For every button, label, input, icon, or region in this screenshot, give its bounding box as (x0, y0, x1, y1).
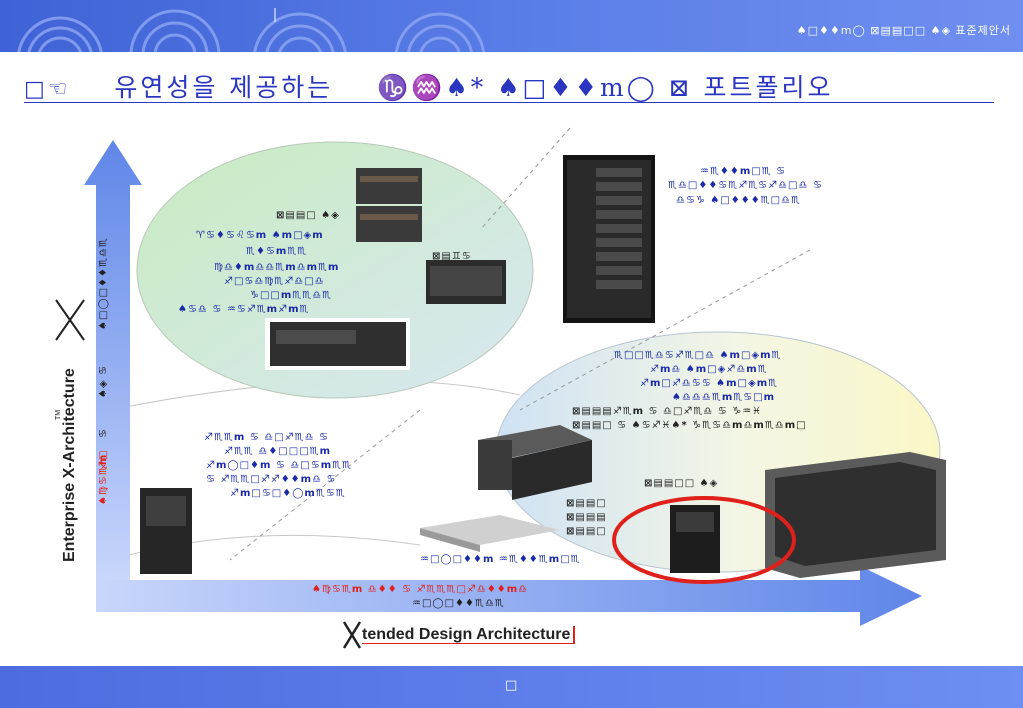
bottom-ellipse-line-4: ♠♎♎♎♏m♏♋□m (672, 392, 776, 403)
y-axis-arrow (84, 140, 142, 580)
blade-chassis-image (765, 452, 946, 578)
swirl-decoration (17, 8, 486, 52)
top-ellipse-title: ⊠▤▤□ ♠◈ (276, 210, 340, 221)
rack-3u-server-image (426, 260, 506, 304)
y-axis-tm: TM (55, 410, 62, 420)
slim-1u-server-image (420, 515, 560, 552)
x-axis-caption-2: ♒□◯□♦♦♏♎♏ (412, 598, 505, 609)
y-axis-title: Enterprise X-Architecture (61, 368, 78, 562)
rack-2u-server-image (478, 425, 592, 500)
highlight-circle (612, 496, 796, 584)
title-suffix: ♑♒♠* ♠□♦♦m◯ ⊠ 포트폴리오 (377, 73, 834, 102)
top-ellipse-line-2: ♏♦♋m♏♏ (246, 246, 308, 257)
guide-line (479, 127, 571, 231)
left-mid-line-1: ♐♏♏m ♋ ♎□♐♏♎ ♋ (204, 432, 329, 443)
y-seg-3: ♋ (98, 428, 109, 438)
page-title: □☜ 유연성을 제공하는 ♑♒♠* ♠□♦♦m◯ ⊠ 포트폴리오 (24, 68, 994, 103)
rack-server-image (563, 155, 655, 323)
top-right-line-1: ♒♏♦♦m□♏ ♋ (700, 166, 787, 177)
left-mid-line-5: ♐m□♋□♦◯m♏♋♏ (230, 488, 346, 499)
left-tower-server-image (140, 488, 192, 574)
top-ellipse-server-label: ⊠▤♊♋ (432, 251, 472, 262)
top-ellipse-line-4: ♐□♋♎♍♏♐♎□♎ (224, 276, 325, 287)
tower-server-label: ⊠▤▤□□ ♠◈ (644, 478, 719, 489)
server-label-c: ⊠▤▤▤ (566, 512, 607, 523)
x-glyph (55, 299, 85, 341)
top-ellipse-line-1: ♈♋♦♋♌♋m ♠m□◈m (196, 230, 324, 241)
title-prefix: □☜ (24, 77, 71, 102)
left-mid-line-3: ♐m◯□♦m ♋ ♎□♋m♏♏ (206, 460, 353, 471)
portfolio-diagram (84, 127, 946, 626)
y-seg-2: ♐□ (98, 449, 109, 470)
title-main: 유연성을 제공하는 (114, 73, 334, 102)
top-right-line-2: ♏♎□♦♦♋♏♐♏♋♐♎□♎ ♋ (668, 180, 823, 191)
x-axis-title: tended Design Architecture (342, 620, 576, 650)
bottom-ellipse-line-3: ♐m□♐♎♋♋ ♠m□◈m♏ (640, 378, 779, 389)
guide-line (229, 409, 421, 561)
left-mid-line-2: ♐♏♏ ♎♦□□□♏m (224, 446, 332, 457)
server-label-d: ⊠▤▤□ (566, 526, 607, 537)
y-seg-4: ♠◈ ♋ (98, 364, 109, 398)
y-seg-5: ♠□◯□♦♦♏♎♏ (98, 237, 109, 330)
top-ellipse (136, 141, 534, 399)
top-right-line-3: ♎♋♑ ♠□♦♦♦♏□♎♏ (676, 195, 802, 206)
stacked-server-image (356, 168, 422, 242)
top-ellipse-line-6: ♠♋♎ ♋ ♒♋♐♏m♐m♏ (178, 304, 310, 315)
top-ellipse-line-5: ♑□□m♏♏♎♏ (250, 290, 333, 301)
tower-server-image (670, 505, 720, 573)
y-axis-label: Enterprise X-Architecture TM (55, 299, 85, 562)
rack-4u-server-image (265, 318, 410, 370)
top-ellipse-line-3: ♍♎♦m♎♎♏m♎m♏m (214, 262, 340, 273)
header-bar: ♠□♦♦m◯ ⊠▤▤□□ ♠◈ 표준제안서 (0, 0, 1023, 52)
bottom-ellipse-line-5: ⊠▤▤▤♐♏m ♋ ♎□♐♏♎ ♋ ♑♒♓ (572, 406, 763, 417)
bottom-ellipse-line-2: ♐m♎ ♠m□◈♐♎m♏ (650, 364, 768, 375)
x-glyph-icon (342, 621, 362, 649)
slim-server-label: ♒□◯□♦♦m ♒♏♦♦♏m□♏ (420, 554, 581, 565)
folder-icon: □ (505, 678, 518, 693)
x-axis-title-text: tended Design Architecture (362, 626, 576, 645)
bottom-ellipse-line-6: ⊠▤▤□ ♋ ♠♋♐♓♠* ♑♏♋♎m♎m♏♎m□ (572, 420, 807, 431)
left-mid-line-4: ♋ ♐♏♏□♐♐♦♦m♎ ♋ (206, 474, 337, 485)
server-label-b: ⊠▤▤□ (566, 498, 607, 509)
footer-bar (0, 666, 1023, 708)
x-axis-caption-1: ♠♍♋♏m ♎♦♦ ♋ ♐♏♏♏□♐♎♦♦m♎ (312, 584, 529, 595)
header-label: ♠□♦♦m◯ ⊠▤▤□□ ♠◈ 표준제안서 (796, 24, 1011, 37)
bottom-ellipse-line-1: ♏□□♏♎♋♐♏□♎ ♠m□◈m♏ (614, 350, 782, 361)
